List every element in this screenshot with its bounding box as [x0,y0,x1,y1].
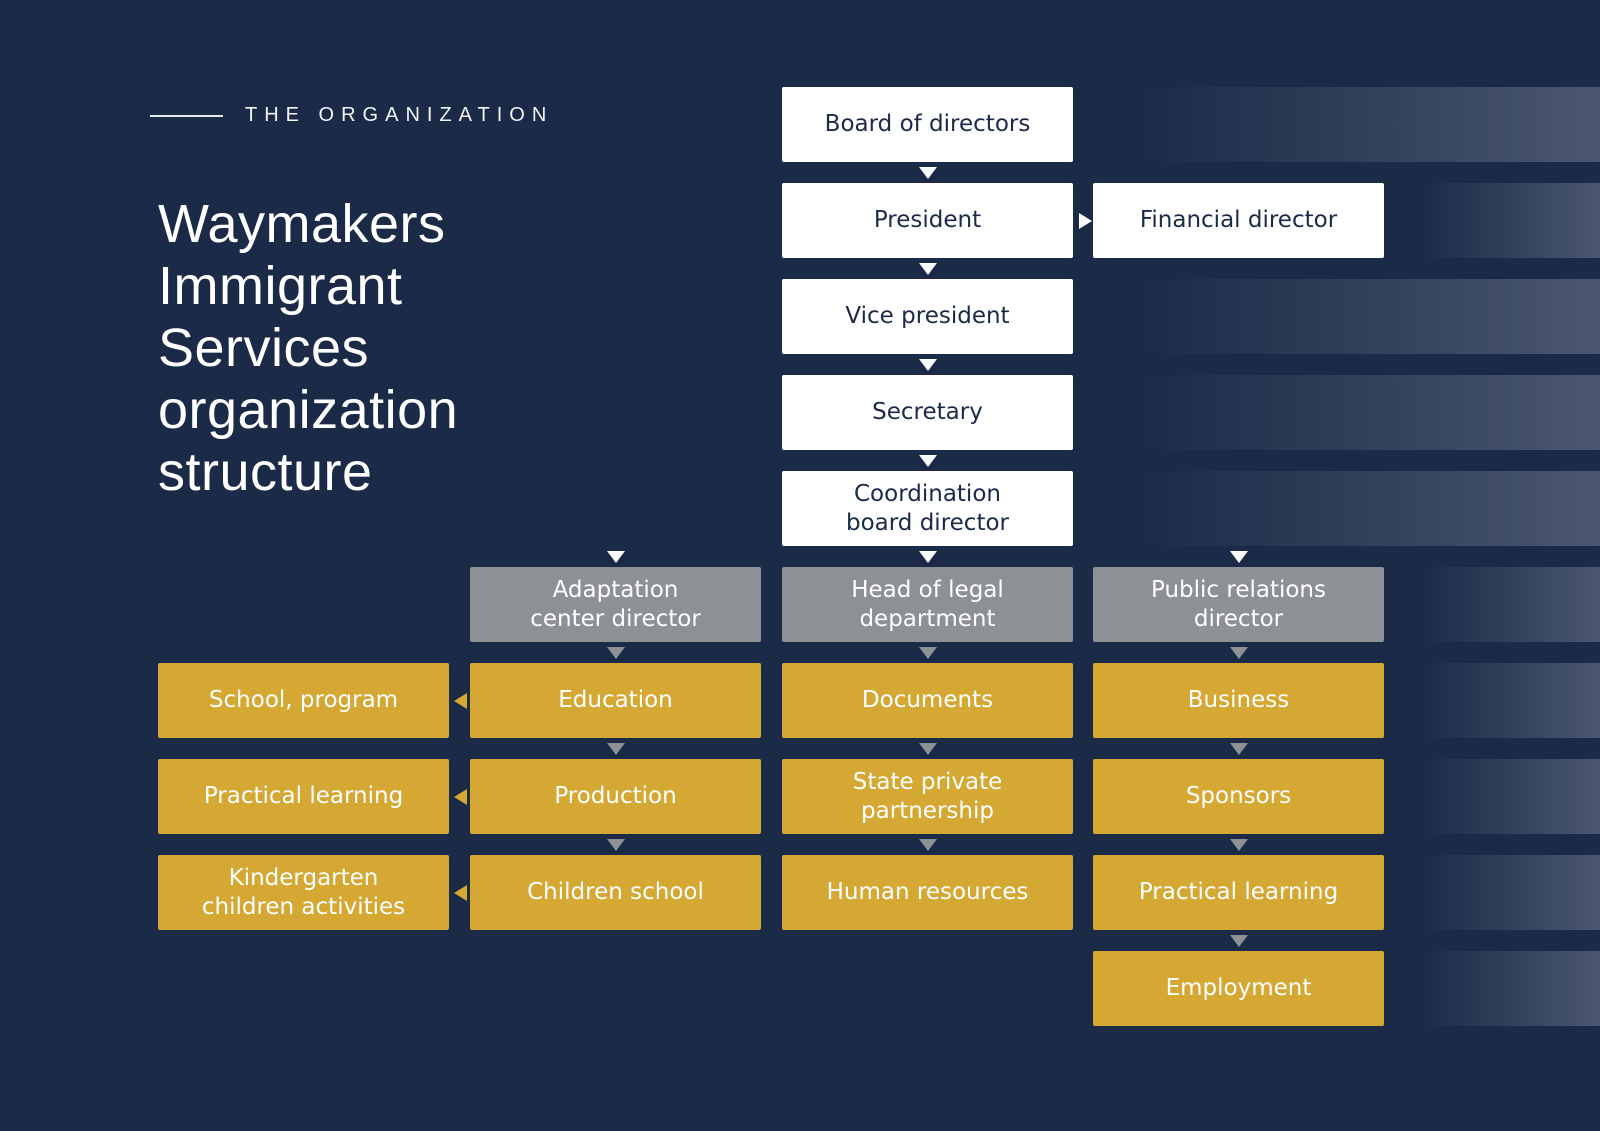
org-node-label: Vice president [845,303,1010,329]
org-node-label: President [873,207,982,233]
org-node-label: board director [845,509,1009,536]
org-node-financial-director: Financial director [1093,183,1384,258]
background-stripe [1420,951,1600,1026]
org-node-label: department [859,605,996,632]
arrow-down-icon [1229,935,1248,947]
eyebrow-line [150,114,223,117]
org-node-label: Human resources [826,879,1029,905]
arrow-down-icon [918,839,937,851]
org-node-label: Board of directors [824,111,1031,137]
eyebrow: THE ORGANIZATION [150,104,553,127]
arrow-down-icon [1229,551,1248,563]
org-node-label: Kindergarten [228,864,379,891]
org-node-label: partnership [861,797,994,824]
org-node-label: Adaptation [552,576,679,603]
org-node-president: President [782,183,1073,258]
page-title-line: structure [158,442,373,502]
page-title-line: organization [158,380,459,440]
org-node-label: director [1193,605,1284,632]
org-node-label: Financial director [1139,207,1338,233]
arrow-down-icon [606,647,625,659]
org-node-vice-president: Vice president [782,279,1073,354]
arrow-down-icon [1229,839,1248,851]
org-node-sponsors: Sponsors [1093,759,1384,834]
org-node-business: Business [1093,663,1384,738]
background-stripe [1420,567,1600,642]
arrow-down-icon [918,455,937,467]
org-node-label: Practical learning [1138,879,1339,905]
org-node-label: Documents [861,687,994,713]
org-node-production: Production [470,759,761,834]
arrow-down-icon [918,359,937,371]
arrow-down-icon [918,743,937,755]
eyebrow-label: THE ORGANIZATION [245,104,554,126]
org-node-employment: Employment [1093,951,1384,1026]
background-stripe [1140,87,1600,162]
org-node-education: Education [470,663,761,738]
background-stripe [1140,279,1600,354]
org-node-label: Sponsors [1185,783,1292,809]
arrow-down-icon [1229,647,1248,659]
background-stripe [1420,855,1600,930]
org-node-children-school: Children school [470,855,761,930]
org-node-label: center director [530,605,701,632]
org-node-practical-learning-pr: Practical learning [1093,855,1384,930]
arrow-down-icon [918,647,937,659]
org-node-secretary: Secretary [782,375,1073,450]
arrow-left-icon [454,692,467,709]
background-stripe [1420,183,1600,258]
arrow-down-icon [606,551,625,563]
arrow-left-icon [454,884,467,901]
arrow-down-icon [1229,743,1248,755]
arrow-down-icon [918,167,937,179]
org-node-label: Coordination [854,480,1001,507]
org-node-label: Education [558,687,673,713]
org-node-practical-learning-adaptation: Practical learning [158,759,449,834]
org-node-label: Children school [527,879,704,905]
arrow-down-icon [918,263,937,275]
page-title-line: Waymakers [158,194,446,254]
org-node-label: children activities [201,893,406,920]
org-node-label: Practical learning [203,783,404,809]
arrow-down-icon [606,743,625,755]
org-node-label: Secretary [872,399,983,425]
arrow-right-icon [1079,212,1092,229]
arrow-down-icon [918,551,937,563]
page-title-line: Services [158,318,370,378]
background-stripe [1140,375,1600,450]
org-node-label: State private [852,768,1003,795]
org-node-school-program: School, program [158,663,449,738]
org-node-label: Business [1187,687,1290,713]
arrow-left-icon [454,788,467,805]
org-node-human-resources: Human resources [782,855,1073,930]
background-stripe [1420,759,1600,834]
org-node-label: School, program [208,687,399,713]
background-stripe [1140,471,1600,546]
page-title-line: Immigrant [158,256,403,316]
org-node-board-of-directors: Board of directors [782,87,1073,162]
org-node-label: Production [554,783,677,809]
arrow-down-icon [606,839,625,851]
org-node-label: Employment [1165,975,1312,1001]
org-node-label: Head of legal [851,576,1004,603]
org-node-label: Public relations [1150,576,1326,603]
org-node-documents: Documents [782,663,1073,738]
background-stripe [1420,663,1600,738]
